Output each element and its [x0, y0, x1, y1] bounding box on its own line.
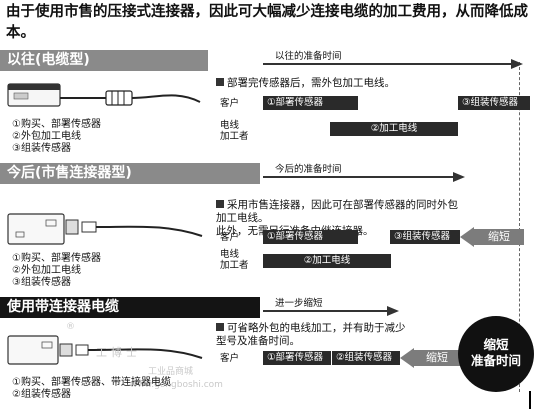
role-cable-processor: 电线 加工者 [220, 249, 249, 271]
watermark-sub: 工业品商城 [148, 367, 194, 377]
arrow-left-icon [400, 348, 414, 368]
bullet-square-icon [216, 323, 224, 331]
timeline-arrow-present: 今后的准备时间 [263, 163, 465, 182]
timeline-label: 进一步缩短 [275, 298, 323, 309]
intro-text: 由于使用市售的压接式连接器，因此可大幅减少连接电缆的加工费用，从而降低成本。 [6, 4, 528, 41]
section-title-present: 今后(市售连接器型) [0, 163, 260, 184]
edge-marker [529, 391, 531, 409]
shorten-prep-time-badge: 缩短 准备时间 [458, 316, 534, 392]
deadline-dashed-line [519, 62, 520, 392]
shorten-indicator: 缩短 [400, 348, 460, 368]
step-item: ②外包加工电线 [12, 265, 81, 276]
step-item: ①购买、部署传感器 [12, 253, 101, 264]
bullet-square-icon [216, 78, 224, 86]
shorten-indicator: 缩短 [460, 227, 524, 247]
step-item: ②组装传感器 [12, 389, 71, 400]
bar-process-cable: ②加工电线 [263, 254, 391, 268]
step-item: ③组装传感器 [12, 143, 71, 154]
bar-deploy-sensor: ①部署传感器 [263, 96, 358, 110]
note-conventional: 部署完传感器后，需外包加工电线。 [216, 77, 452, 90]
bar-assemble-sensor: ②组装传感器 [332, 351, 400, 365]
role-customer: 客户 [220, 232, 240, 243]
connector-cable-illustration [7, 335, 203, 365]
step-item: ②外包加工电线 [12, 131, 81, 142]
steps-list-conventional: ①购买、部署传感器 ②外包加工电线 ③组装传感器 [12, 119, 101, 155]
bar-assemble-sensor: ③组装传感器 [390, 230, 460, 244]
steps-list-present: ①购买、部署传感器 ②外包加工电线 ③组装传感器 [12, 253, 101, 289]
cable-sensor-illustration [7, 83, 201, 107]
section-title-connector-cable: 使用带连接器电缆 [0, 297, 260, 318]
bullet-square-icon [216, 200, 224, 208]
watermark-reg: ® [66, 322, 75, 332]
step-item: ①购买、部署传感器 [12, 119, 101, 130]
bar-assemble-sensor: ③组装传感器 [458, 96, 530, 110]
timeline-arrow-conventional: 以往的准备时间 [263, 50, 523, 69]
bar-process-cable: ②加工电线 [330, 122, 458, 136]
role-cable-processor: 电线 加工者 [220, 120, 249, 142]
arrow-head-icon [511, 59, 523, 69]
arrow-head-icon [387, 306, 399, 316]
section-title-conventional: 以往(电缆型) [0, 50, 208, 71]
timeline-label: 以往的准备时间 [275, 51, 342, 62]
bar-deploy-sensor: ①部署传感器 [263, 230, 358, 244]
role-customer: 客户 [220, 353, 240, 364]
role-customer: 客户 [220, 98, 240, 109]
connector-sensor-illustration [7, 213, 203, 245]
step-item: ①购买、部署传感器、带连接器电缆 [12, 377, 171, 388]
watermark-logo: 工博士 [96, 346, 141, 359]
arrow-left-icon [460, 227, 474, 247]
timeline-arrow-further: 进一步缩短 [263, 297, 399, 316]
arrow-head-icon [453, 172, 465, 182]
timeline-label: 今后的准备时间 [275, 164, 342, 175]
note-connector-cable: 可省略外包的电线加工，并有助于减少型号及准备时间。 [216, 322, 406, 347]
watermark-url: www.gongboshi.com [130, 380, 223, 390]
bar-deploy-sensor: ①部署传感器 [263, 351, 331, 365]
steps-list-connector-cable: ①购买、部署传感器、带连接器电缆 ②组装传感器 [12, 377, 171, 401]
step-item: ③组装传感器 [12, 277, 71, 288]
